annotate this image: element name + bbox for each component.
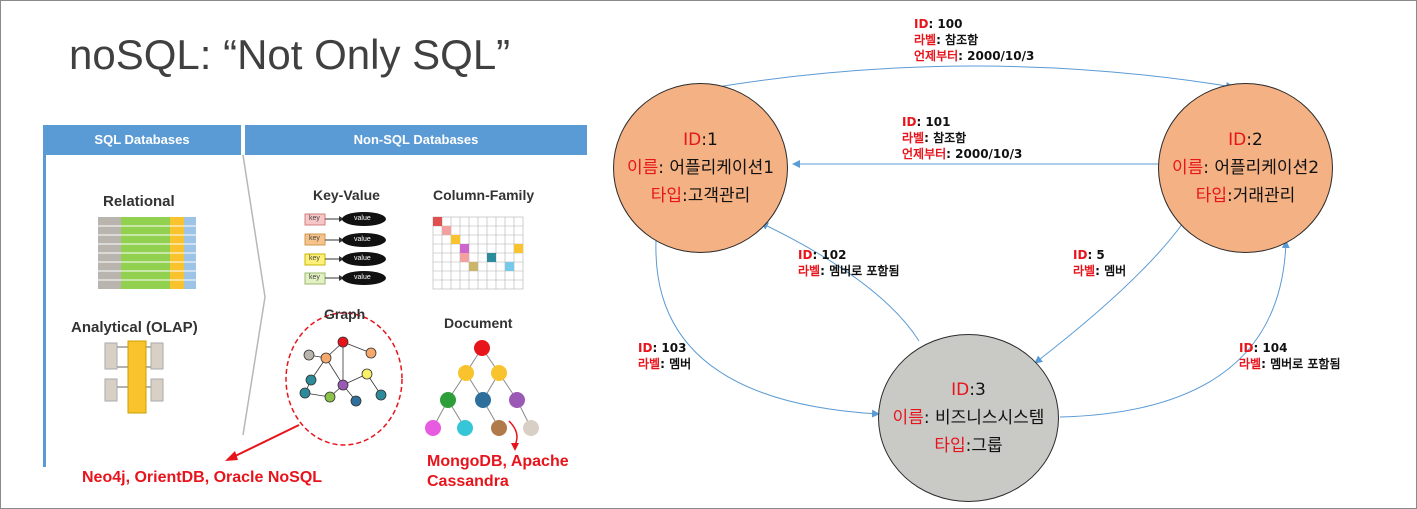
edge-101-id-value: : 101	[916, 115, 951, 129]
edge-100-id-value: : 100	[928, 17, 963, 31]
graph-label: Graph	[324, 306, 366, 322]
edge-103-id-value: : 103	[652, 341, 687, 355]
edge-104-label: ID: 104 라벨: 멤버로 포함됨	[1239, 340, 1341, 372]
sql-databases-header: SQL Databases	[43, 125, 241, 155]
node-3-name-value: : 비즈니스시스템	[923, 408, 1045, 428]
edge-102-label-value: : 멤버로 포함됨	[820, 264, 900, 278]
edge-100-since-key: 언제부터	[914, 49, 959, 63]
node-2-name-key: 이름	[1171, 158, 1204, 178]
edge-103-id-key: ID	[638, 341, 653, 355]
edge-101-label: ID: 101 라벨: 참조함 언제부터: 2000/10/3	[902, 114, 1022, 162]
document-arrowhead-icon	[511, 443, 519, 451]
relational-table-icon	[98, 217, 196, 289]
node-1-name-value: : 어플리케이션1	[658, 158, 775, 178]
node-2-id-value: :2	[1246, 130, 1263, 150]
node-3-name-key: 이름	[892, 408, 924, 428]
relational-label: Relational	[103, 193, 175, 210]
edge-100-label: ID: 100 라벨: 참조함 언제부터: 2000/10/3	[914, 16, 1034, 64]
kv-value-2: value	[354, 236, 371, 243]
edge-101-since-value: : 2000/10/3	[946, 147, 1023, 161]
edge-101-id-key: ID	[902, 115, 917, 129]
edge-102-label: ID: 102 라벨: 멤버로 포함됨	[798, 247, 900, 279]
document-tree-icon	[425, 340, 539, 436]
document-products-note-1: MongoDB, Apache	[427, 453, 569, 470]
panel-graphics	[43, 154, 539, 467]
edge-101-label-value: : 참조함	[924, 131, 967, 145]
kv-key-4: key	[309, 274, 320, 281]
graph-node-1: ID:1 이름: 어플리케이션1 타입:고객관리	[613, 83, 788, 253]
nosql-databases-header: Non-SQL Databases	[245, 125, 587, 155]
graph-node-2: ID:2 이름: 어플리케이션2 타입:거래관리	[1158, 83, 1333, 253]
edge-104-label-key: 라벨	[1239, 357, 1262, 371]
database-comparison-panel: SQL Databases Non-SQL Databases	[43, 125, 587, 467]
node-2-type-value: :거래관리	[1226, 186, 1296, 206]
edge-103-line	[655, 240, 880, 418]
node-1-type-key: 타입	[650, 186, 682, 206]
kv-value-4: value	[354, 274, 371, 281]
edge-102-id-value: : 102	[812, 248, 847, 262]
graph-pointer-arrow-icon	[228, 424, 300, 460]
slide-title: noSQL: “Not Only SQL”	[69, 31, 511, 78]
edge-103-label-value: : 멤버	[660, 357, 692, 371]
edge-5-id-key: ID	[1073, 248, 1088, 262]
node-1-id-key: ID	[683, 130, 702, 150]
edge-5-label-value: : 멤버	[1095, 264, 1127, 278]
column-family-grid-icon	[432, 216, 524, 290]
kv-key-2: key	[309, 235, 320, 242]
kv-key-3: key	[309, 255, 320, 262]
edge-5-label: ID: 5 라벨: 멤버	[1073, 247, 1126, 279]
edge-5-id-value: : 5	[1087, 248, 1105, 262]
key-value-label: Key-Value	[313, 187, 380, 203]
kv-value-1: value	[354, 215, 371, 222]
kv-value-3: value	[354, 255, 371, 262]
graph-node-3: ID:3 이름: 비즈니스시스템 타입:그룹	[878, 334, 1059, 502]
sql-column-edge	[43, 155, 46, 467]
node-1-id-value: :1	[701, 130, 718, 150]
chevron-separator	[242, 154, 266, 436]
edge-5-label-key: 라벨	[1073, 264, 1096, 278]
edge-100-line	[665, 65, 1234, 97]
edge-5-line	[1034, 222, 1184, 364]
node-1-type-value: :고객관리	[681, 186, 751, 206]
graph-highlight-ellipse	[285, 312, 403, 446]
node-2-name-value: : 어플리케이션2	[1203, 158, 1320, 178]
graph-icon	[299, 336, 387, 407]
edge-104-id-key: ID	[1239, 341, 1254, 355]
column-family-label: Column-Family	[433, 187, 535, 203]
graph-pointer-arrowhead-icon	[225, 451, 238, 461]
edge-100-label-key: 라벨	[914, 33, 937, 47]
edge-104-line	[1059, 240, 1290, 418]
key-value-icon	[304, 212, 386, 285]
edge-100-since-value: : 2000/10/3	[958, 49, 1035, 63]
node-2-id-key: ID	[1228, 130, 1247, 150]
node-1-name-key: 이름	[626, 158, 659, 178]
edge-102-line	[760, 222, 920, 342]
edge-101-since-key: 언제부터	[902, 147, 947, 161]
edge-104-id-value: : 104	[1253, 341, 1288, 355]
kv-key-1: key	[309, 215, 320, 222]
node-3-type-key: 타입	[934, 436, 966, 456]
document-products-note-2: Cassandra	[427, 473, 509, 490]
document-label: Document	[444, 315, 513, 331]
olap-label: Analytical (OLAP)	[71, 319, 198, 336]
edge-100-id-key: ID	[914, 17, 929, 31]
edge-102-label-key: 라벨	[798, 264, 821, 278]
node-2-type-key: 타입	[1195, 186, 1227, 206]
node-3-id-value: :3	[969, 380, 986, 400]
edge-101-label-key: 라벨	[902, 131, 925, 145]
edge-103-label-key: 라벨	[638, 357, 661, 371]
olap-star-icon	[104, 340, 164, 414]
edge-103-label: ID: 103 라벨: 멤버	[638, 340, 691, 372]
document-arrow-icon	[508, 420, 518, 446]
edge-100-label-value: : 참조함	[936, 33, 979, 47]
edge-102-id-key: ID	[798, 248, 813, 262]
node-3-id-key: ID	[951, 380, 970, 400]
edge-104-label-value: : 멤버로 포함됨	[1261, 357, 1341, 371]
graph-products-note: Neo4j, OrientDB, Oracle NoSQL	[82, 469, 323, 486]
node-3-type-value: :그룹	[965, 436, 1003, 456]
